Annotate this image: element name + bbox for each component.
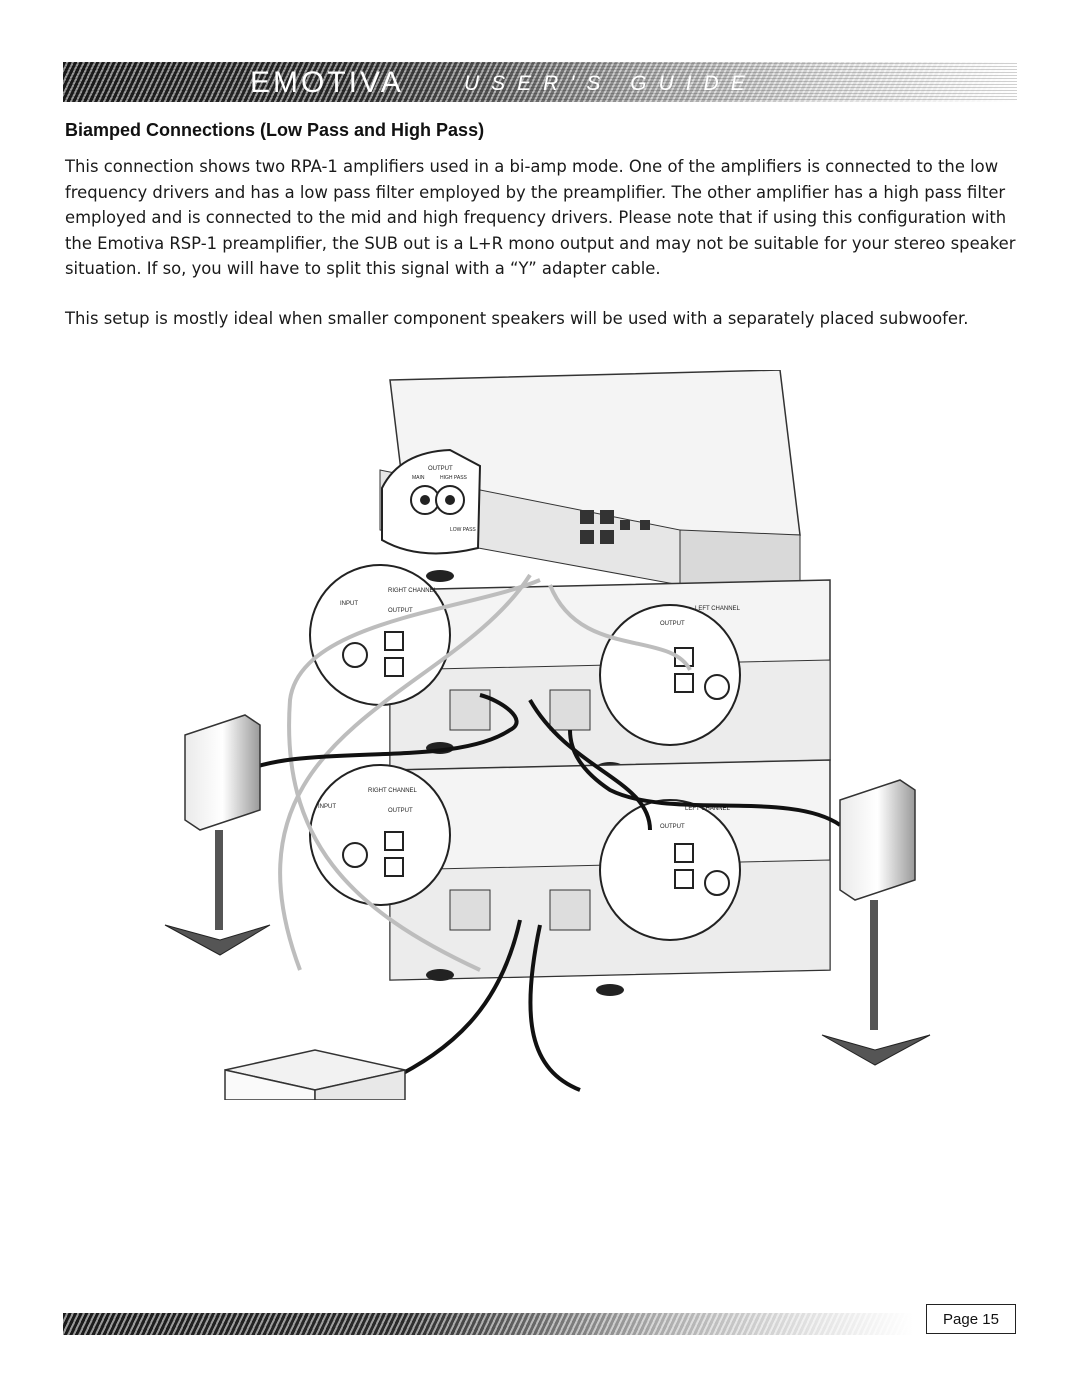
section-title: Biamped Connections (Low Pass and High P…: [65, 120, 485, 140]
input-label-bottom: INPUT: [318, 804, 336, 810]
right-channel-label-top: RIGHT CHANNEL: [388, 588, 438, 594]
output-label-top: OUTPUT: [388, 608, 413, 614]
preamp-high-pass-label: HIGH PASS: [440, 475, 468, 481]
left-channel-label-bottom: LEFT CHANNEL: [685, 806, 731, 812]
footer-band: [63, 1313, 913, 1335]
preamp-low-pass-label: LOW PASS: [450, 527, 476, 533]
body-paragraph-1: This connection shows two RPA-1 amplifie…: [65, 157, 1016, 278]
input-label-top: INPUT: [340, 601, 358, 607]
output-label-bottom: OUTPUT: [388, 808, 413, 814]
speaker-cables: [234, 693, 842, 1092]
right-channel-zoom-bottom: RIGHT CHANNEL INPUT OUTPUT: [309, 764, 451, 906]
left-channel-label-top: LEFT CHANNEL: [695, 606, 741, 612]
left-subwoofer: [224, 1049, 406, 1101]
body-paragraph-2: This setup is mostly ideal when smaller …: [65, 309, 969, 328]
page-number: Page 15: [926, 1304, 1016, 1334]
header-band: [63, 62, 1017, 102]
right-channel-label-bottom: RIGHT CHANNEL: [368, 788, 418, 794]
brand-wordmark: EMOTIVA: [250, 66, 404, 99]
preamp-output-label: OUTPUT: [428, 466, 453, 472]
biamp-connection-diagram: OUTPUT MAIN HIGH PASS LOW PASS RIGHT CHA…: [150, 369, 950, 1101]
output-label-left-bottom: OUTPUT: [660, 824, 685, 830]
right-satellite-speaker: [821, 779, 931, 1066]
left-channel-zoom-top: LEFT CHANNEL OUTPUT: [599, 604, 741, 746]
left-satellite-speaker: [164, 714, 271, 956]
preamp-main-label: MAIN: [412, 475, 425, 481]
signal-cables: [278, 573, 692, 972]
brand-logo: EMOTIVA: [250, 64, 404, 102]
guide-label: USER'S GUIDE: [464, 72, 757, 95]
left-channel-zoom-bottom: LEFT CHANNEL OUTPUT: [599, 799, 741, 941]
preamp-output-zoom: OUTPUT MAIN HIGH PASS LOW PASS: [381, 448, 482, 555]
output-label-left-top: OUTPUT: [660, 621, 685, 627]
right-channel-zoom-top: RIGHT CHANNEL INPUT OUTPUT: [309, 564, 451, 706]
